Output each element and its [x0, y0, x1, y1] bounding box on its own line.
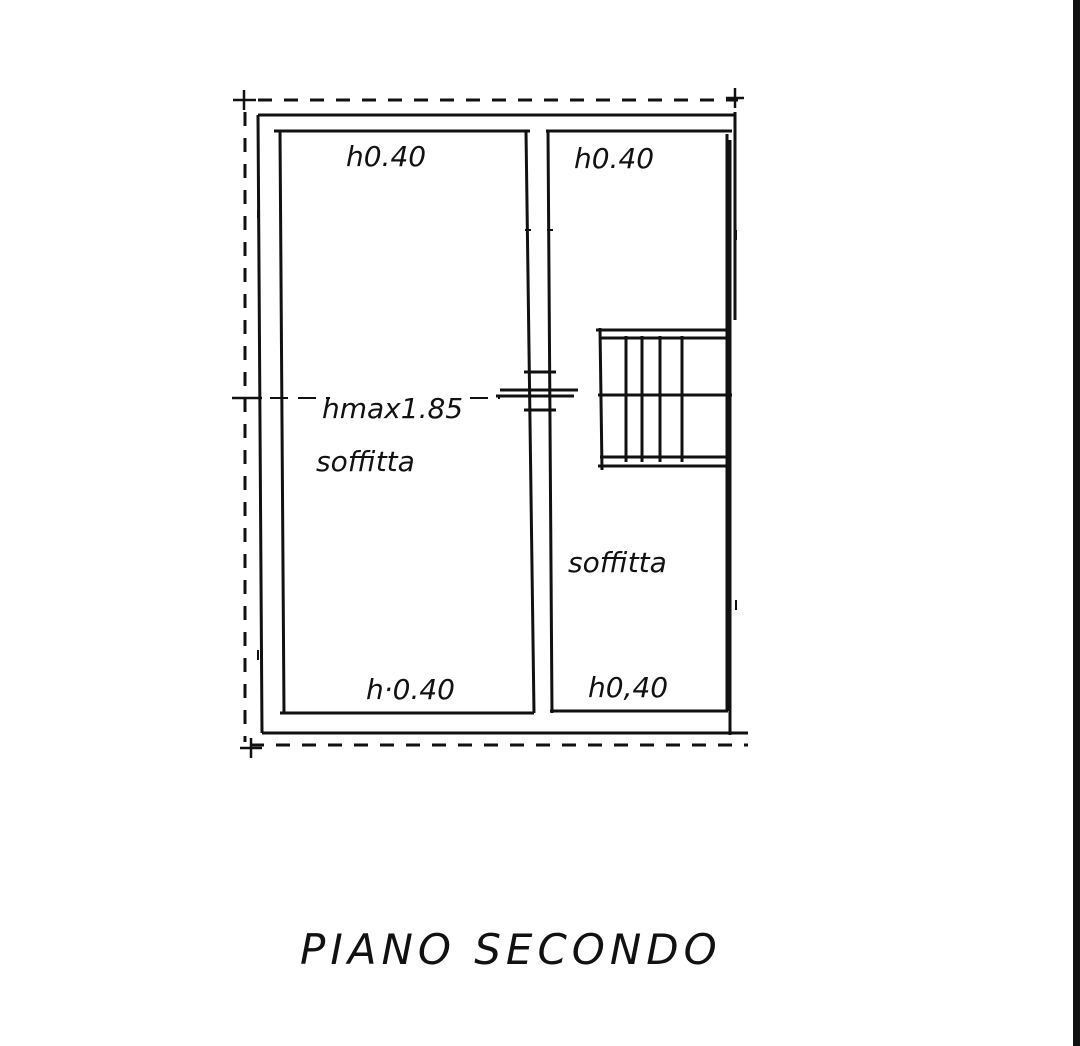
- staircase: [596, 327, 732, 471]
- corner-crosses: [232, 88, 744, 758]
- right-room-height-top: h0.40: [574, 142, 654, 175]
- left-room-name: soffitta: [316, 445, 415, 478]
- right-room-height-bottom: h0,40: [588, 671, 668, 704]
- wall-ticks: [257, 210, 737, 660]
- left-room-height-top: h0.40: [346, 140, 426, 173]
- drawing-title: PIANO SECONDO: [300, 925, 722, 974]
- room-right-outline: [546, 129, 732, 714]
- outer-wall: [256, 112, 748, 735]
- dashed-boundary: [243, 98, 748, 747]
- right-room-name: soffitta: [568, 546, 667, 579]
- left-room-height-max: hmax1.85: [322, 392, 463, 425]
- door-opening: [496, 370, 578, 412]
- left-room-height-bottom: h·0.40: [366, 673, 455, 706]
- scan-edge-line: [1073, 0, 1080, 1046]
- room-left-outline: [274, 129, 536, 715]
